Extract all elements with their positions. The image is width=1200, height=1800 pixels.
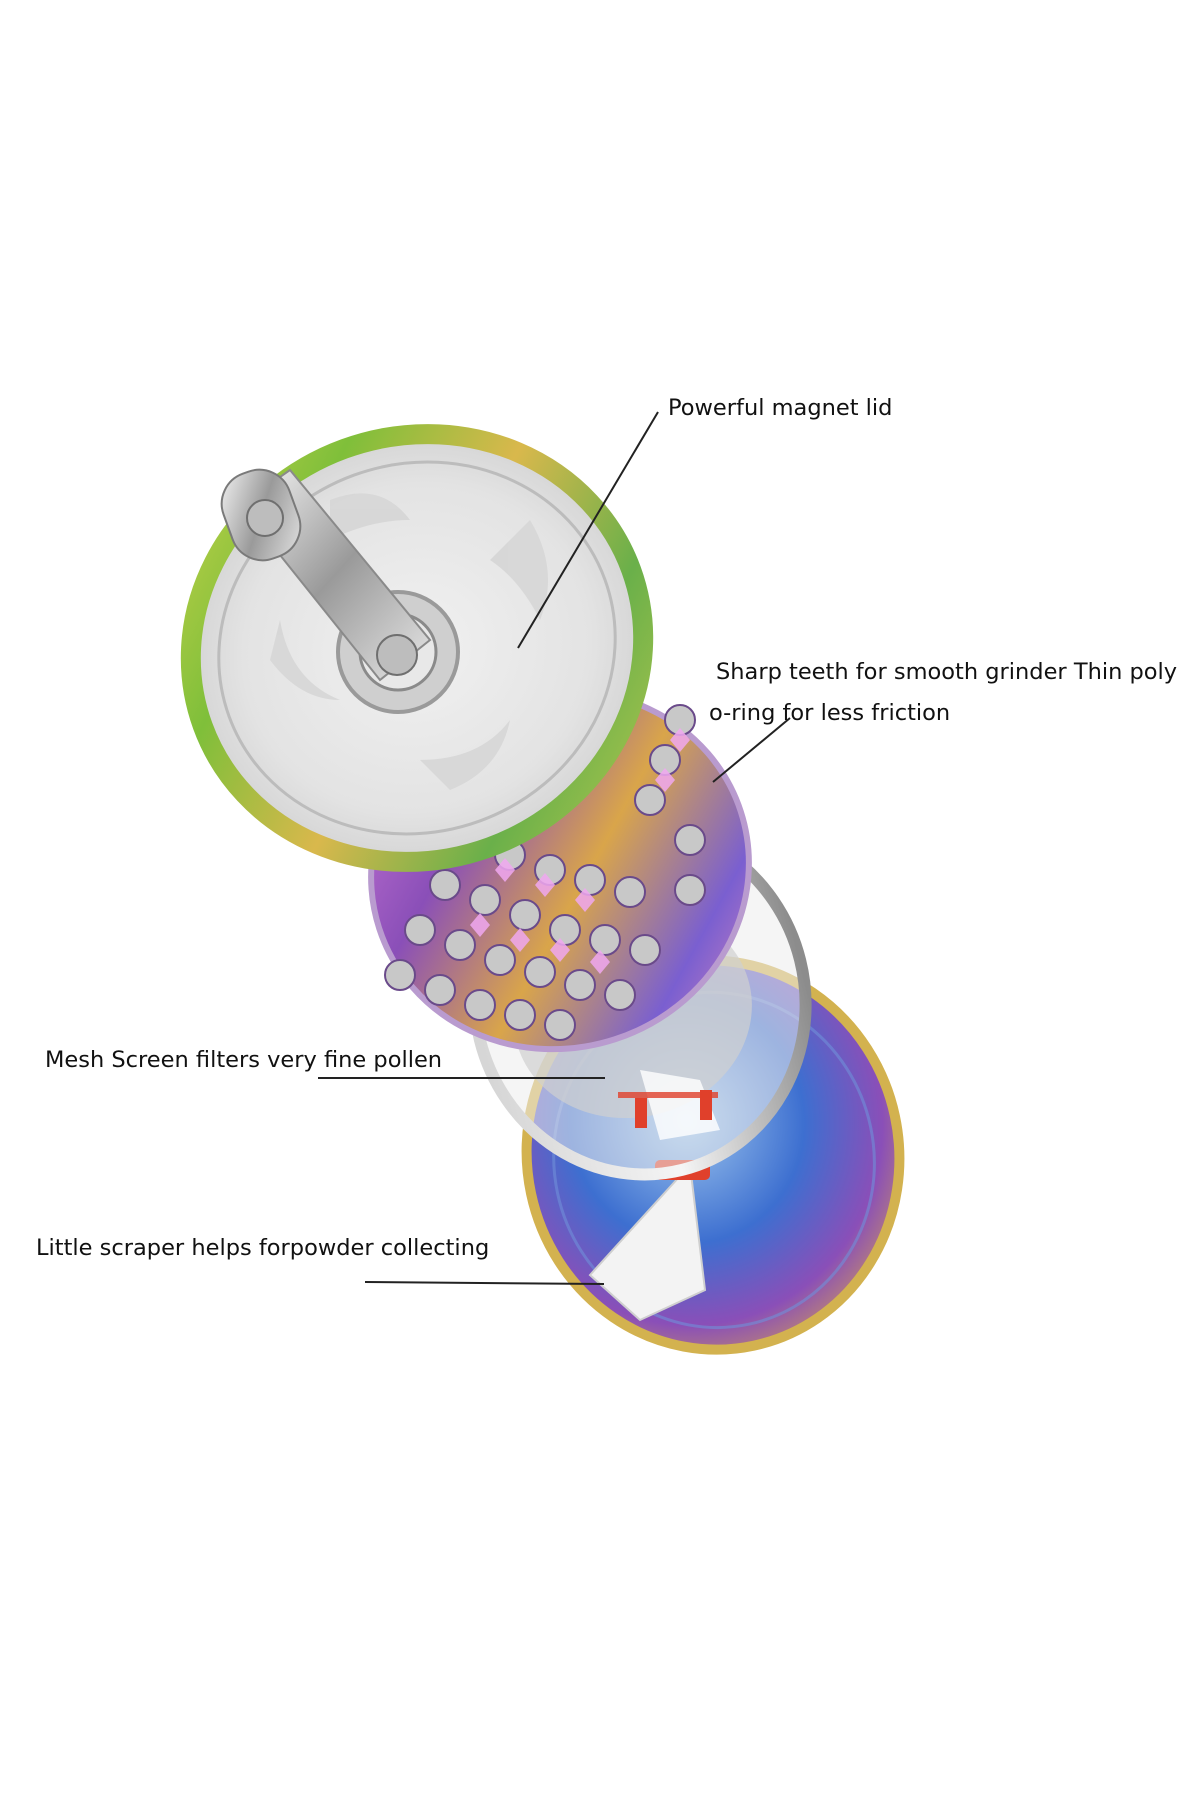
callout-sharp-teeth-line1: Sharp teeth for smooth grinder Thin poly (716, 659, 1178, 685)
leader-lines (318, 411, 791, 1285)
leader-line-teeth (712, 717, 791, 783)
leader-line-magnet (517, 411, 659, 649)
callout-sharp-teeth-line2: o-ring for less friction (709, 700, 951, 726)
magnet-lid (180, 424, 654, 872)
callout-mesh-screen: Mesh Screen filters very fine pollen (45, 1047, 443, 1073)
leader-line-scraper (364, 1281, 605, 1285)
callout-scraper: Little scraper helps forpowder collectin… (36, 1235, 490, 1261)
callout-magnet-lid: Powerful magnet lid (668, 395, 893, 421)
